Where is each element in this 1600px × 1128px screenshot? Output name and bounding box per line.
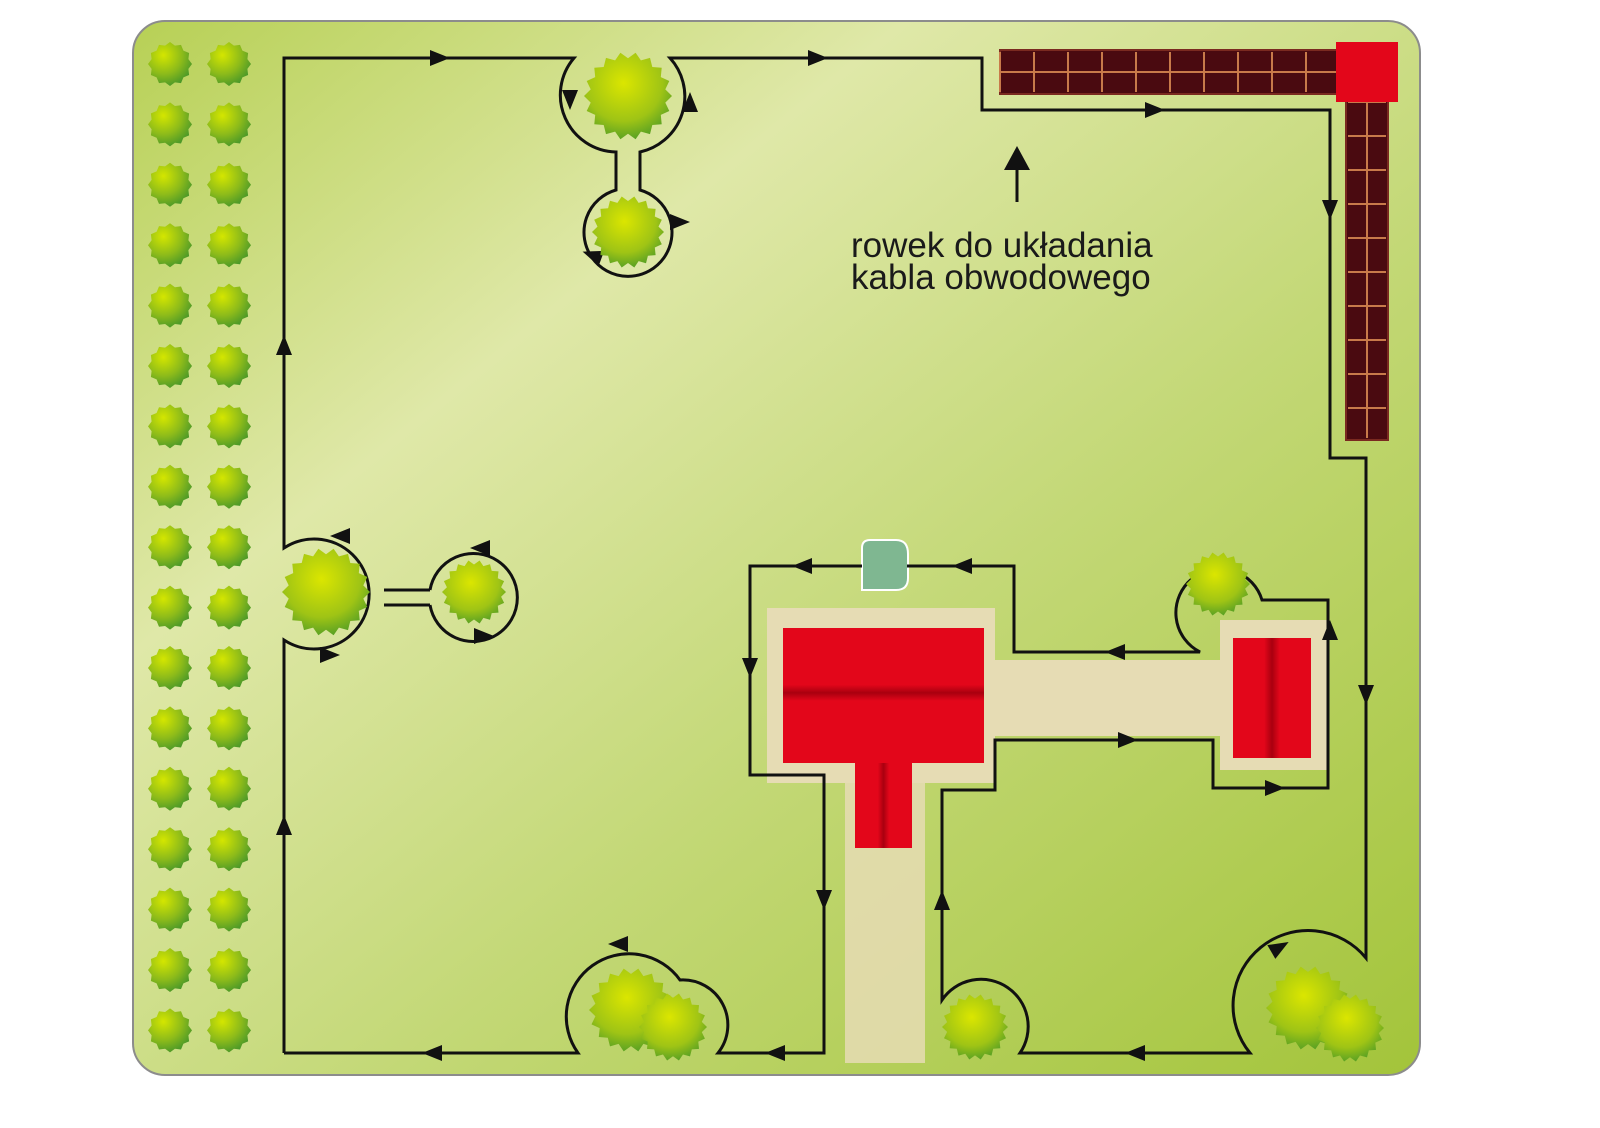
arrowhead-icon bbox=[276, 335, 292, 355]
shrub-icon bbox=[207, 42, 251, 86]
cable-outer-loop bbox=[282, 56, 1368, 1055]
shrub-icon bbox=[148, 887, 192, 932]
shrub-icon bbox=[207, 102, 251, 147]
shrub-icon bbox=[207, 646, 251, 690]
buildings bbox=[783, 628, 1311, 848]
arrowhead-icon bbox=[582, 250, 605, 266]
arrowhead-icon bbox=[276, 815, 292, 835]
shrub-icon bbox=[207, 223, 251, 268]
arrowhead-icon bbox=[430, 50, 450, 66]
arrowhead-icon bbox=[1358, 685, 1374, 705]
shrub-icon bbox=[148, 948, 192, 992]
arrowhead-icon bbox=[474, 628, 494, 644]
wall-corner-post bbox=[1336, 42, 1398, 102]
arrowhead-icon bbox=[792, 558, 812, 574]
arrowhead-icon bbox=[1322, 620, 1338, 640]
arrowhead-icon bbox=[1267, 942, 1289, 959]
shrub-icon bbox=[207, 525, 251, 570]
arrowhead-icon bbox=[1105, 644, 1125, 660]
hedge-row bbox=[148, 42, 251, 1053]
tree-icon bbox=[282, 548, 370, 636]
shrub-icon bbox=[207, 344, 251, 388]
shrub-icon bbox=[148, 464, 192, 509]
shrub-icon bbox=[207, 887, 251, 932]
tree-icon bbox=[942, 994, 1008, 1060]
arrowhead-icon bbox=[422, 1045, 442, 1061]
arrowhead-icon bbox=[562, 90, 578, 110]
shrub-icon bbox=[148, 646, 192, 690]
shrub-icon bbox=[207, 766, 251, 811]
arrowhead-icon bbox=[1322, 200, 1338, 220]
arrowhead-icon bbox=[470, 540, 490, 556]
trees bbox=[282, 52, 1384, 1062]
shrub-icon bbox=[207, 162, 251, 207]
shrub-icon bbox=[148, 162, 192, 207]
arrowhead-icon bbox=[808, 50, 828, 66]
arrowhead-icon bbox=[330, 528, 350, 544]
shrub-icon bbox=[148, 404, 192, 449]
arrowhead-icon bbox=[670, 214, 690, 230]
cable-left-connector bbox=[384, 588, 430, 607]
brick-wall bbox=[999, 42, 1398, 441]
shrub-icon bbox=[207, 404, 251, 449]
shrub-icon bbox=[148, 525, 192, 570]
callout-arrowhead-icon bbox=[1004, 146, 1030, 170]
direction-arrows bbox=[276, 50, 1374, 1061]
main-house-roof bbox=[783, 628, 984, 763]
lawn bbox=[132, 20, 1421, 1076]
cable-left-small-tree-loop bbox=[428, 552, 519, 643]
shrub-icon bbox=[148, 344, 192, 388]
cable-groove-callout: rowek do układania kabla obwodowego bbox=[851, 146, 1153, 297]
tree-icon bbox=[592, 196, 664, 268]
main-house-wing bbox=[855, 763, 912, 848]
arrowhead-icon bbox=[1125, 1045, 1145, 1061]
shrub-icon bbox=[148, 42, 192, 86]
tree-icon bbox=[1186, 552, 1250, 616]
arrowhead-icon bbox=[1118, 732, 1138, 748]
shrub-icon bbox=[207, 585, 251, 630]
arrowhead-icon bbox=[682, 92, 698, 112]
perimeter-cable bbox=[282, 56, 1368, 1055]
tree-icon bbox=[639, 993, 707, 1061]
shrub-icon bbox=[207, 1008, 251, 1053]
tree-icon bbox=[1316, 994, 1384, 1062]
arrowhead-icon bbox=[765, 1045, 785, 1061]
arrowhead-icon bbox=[1145, 102, 1165, 118]
arrowhead-icon bbox=[742, 658, 758, 678]
tree-icon bbox=[442, 560, 506, 624]
arrowhead-icon bbox=[934, 890, 950, 910]
shrub-icon bbox=[148, 1008, 192, 1053]
tree-icon bbox=[584, 52, 672, 140]
shrub-icon bbox=[207, 948, 251, 992]
callout-line-1: rowek do układania bbox=[851, 226, 1153, 265]
arrowhead-icon bbox=[1265, 780, 1285, 796]
callout-line-2: kabla obwodowego bbox=[851, 258, 1151, 297]
shrub-icon bbox=[148, 827, 192, 872]
arrowhead-icon bbox=[320, 647, 340, 663]
shrub-icon bbox=[148, 102, 192, 147]
path-connector bbox=[995, 660, 1225, 736]
annex-roof bbox=[1233, 638, 1311, 758]
shrub-icon bbox=[148, 223, 192, 268]
shrub-icon bbox=[148, 585, 192, 630]
shrub-icon bbox=[148, 706, 192, 751]
arrowhead-icon bbox=[608, 936, 628, 952]
shrub-icon bbox=[148, 283, 192, 328]
shrub-icon bbox=[207, 706, 251, 751]
shrub-icon bbox=[207, 464, 251, 509]
shrub-icon bbox=[207, 827, 251, 872]
arrowhead-icon bbox=[952, 558, 972, 574]
arrowhead-icon bbox=[816, 890, 832, 910]
shrub-icon bbox=[207, 283, 251, 328]
charging-station-icon bbox=[861, 539, 909, 591]
shrub-icon bbox=[148, 766, 192, 811]
